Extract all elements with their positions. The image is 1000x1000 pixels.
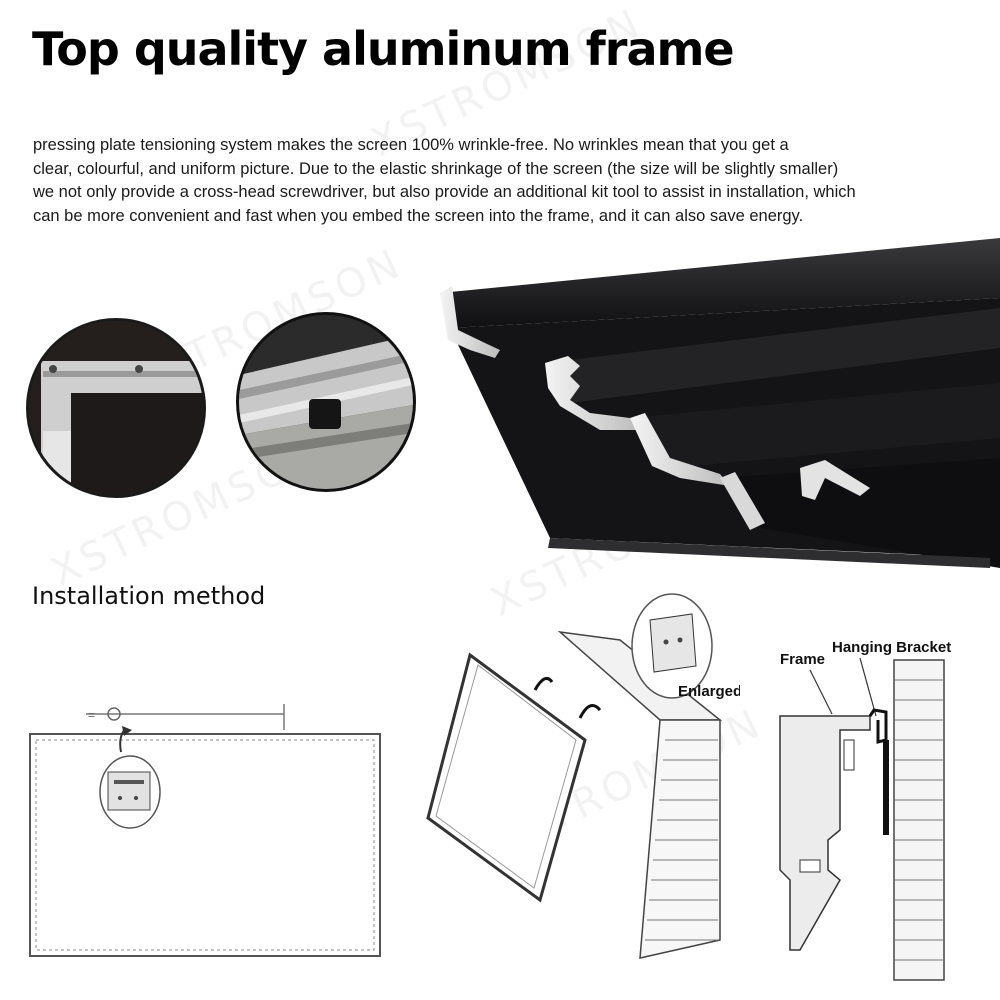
enlarged-label: Enlarged bbox=[678, 683, 740, 700]
installation-screen-diagram: = bbox=[29, 704, 381, 957]
description-line: we not only provide a cross-head screwdr… bbox=[33, 183, 856, 201]
description-line: can be more convenient and fast when you… bbox=[33, 206, 804, 225]
description-line: clear, colourful, and uniform picture. D… bbox=[33, 159, 839, 178]
frame-corner-detail-image bbox=[26, 318, 206, 498]
cross-section-diagram: Frame Hanging Bracket bbox=[779, 639, 951, 981]
frame-label: Frame bbox=[780, 651, 825, 668]
installation-heading: Installation method bbox=[32, 582, 266, 610]
aluminum-frame-profile-image bbox=[440, 238, 1000, 568]
hanging-bracket-label: Hanging Bracket bbox=[832, 639, 951, 656]
description-text: pressing plate tensioning system makes t… bbox=[33, 134, 973, 228]
rail-clip-detail-image bbox=[236, 312, 416, 492]
svg-text:=: = bbox=[88, 708, 95, 722]
description-line: pressing plate tensioning system makes t… bbox=[33, 136, 789, 154]
page-title: Top quality aluminum frame bbox=[32, 22, 735, 76]
wall-mount-diagram: Enlarged bbox=[426, 593, 740, 959]
